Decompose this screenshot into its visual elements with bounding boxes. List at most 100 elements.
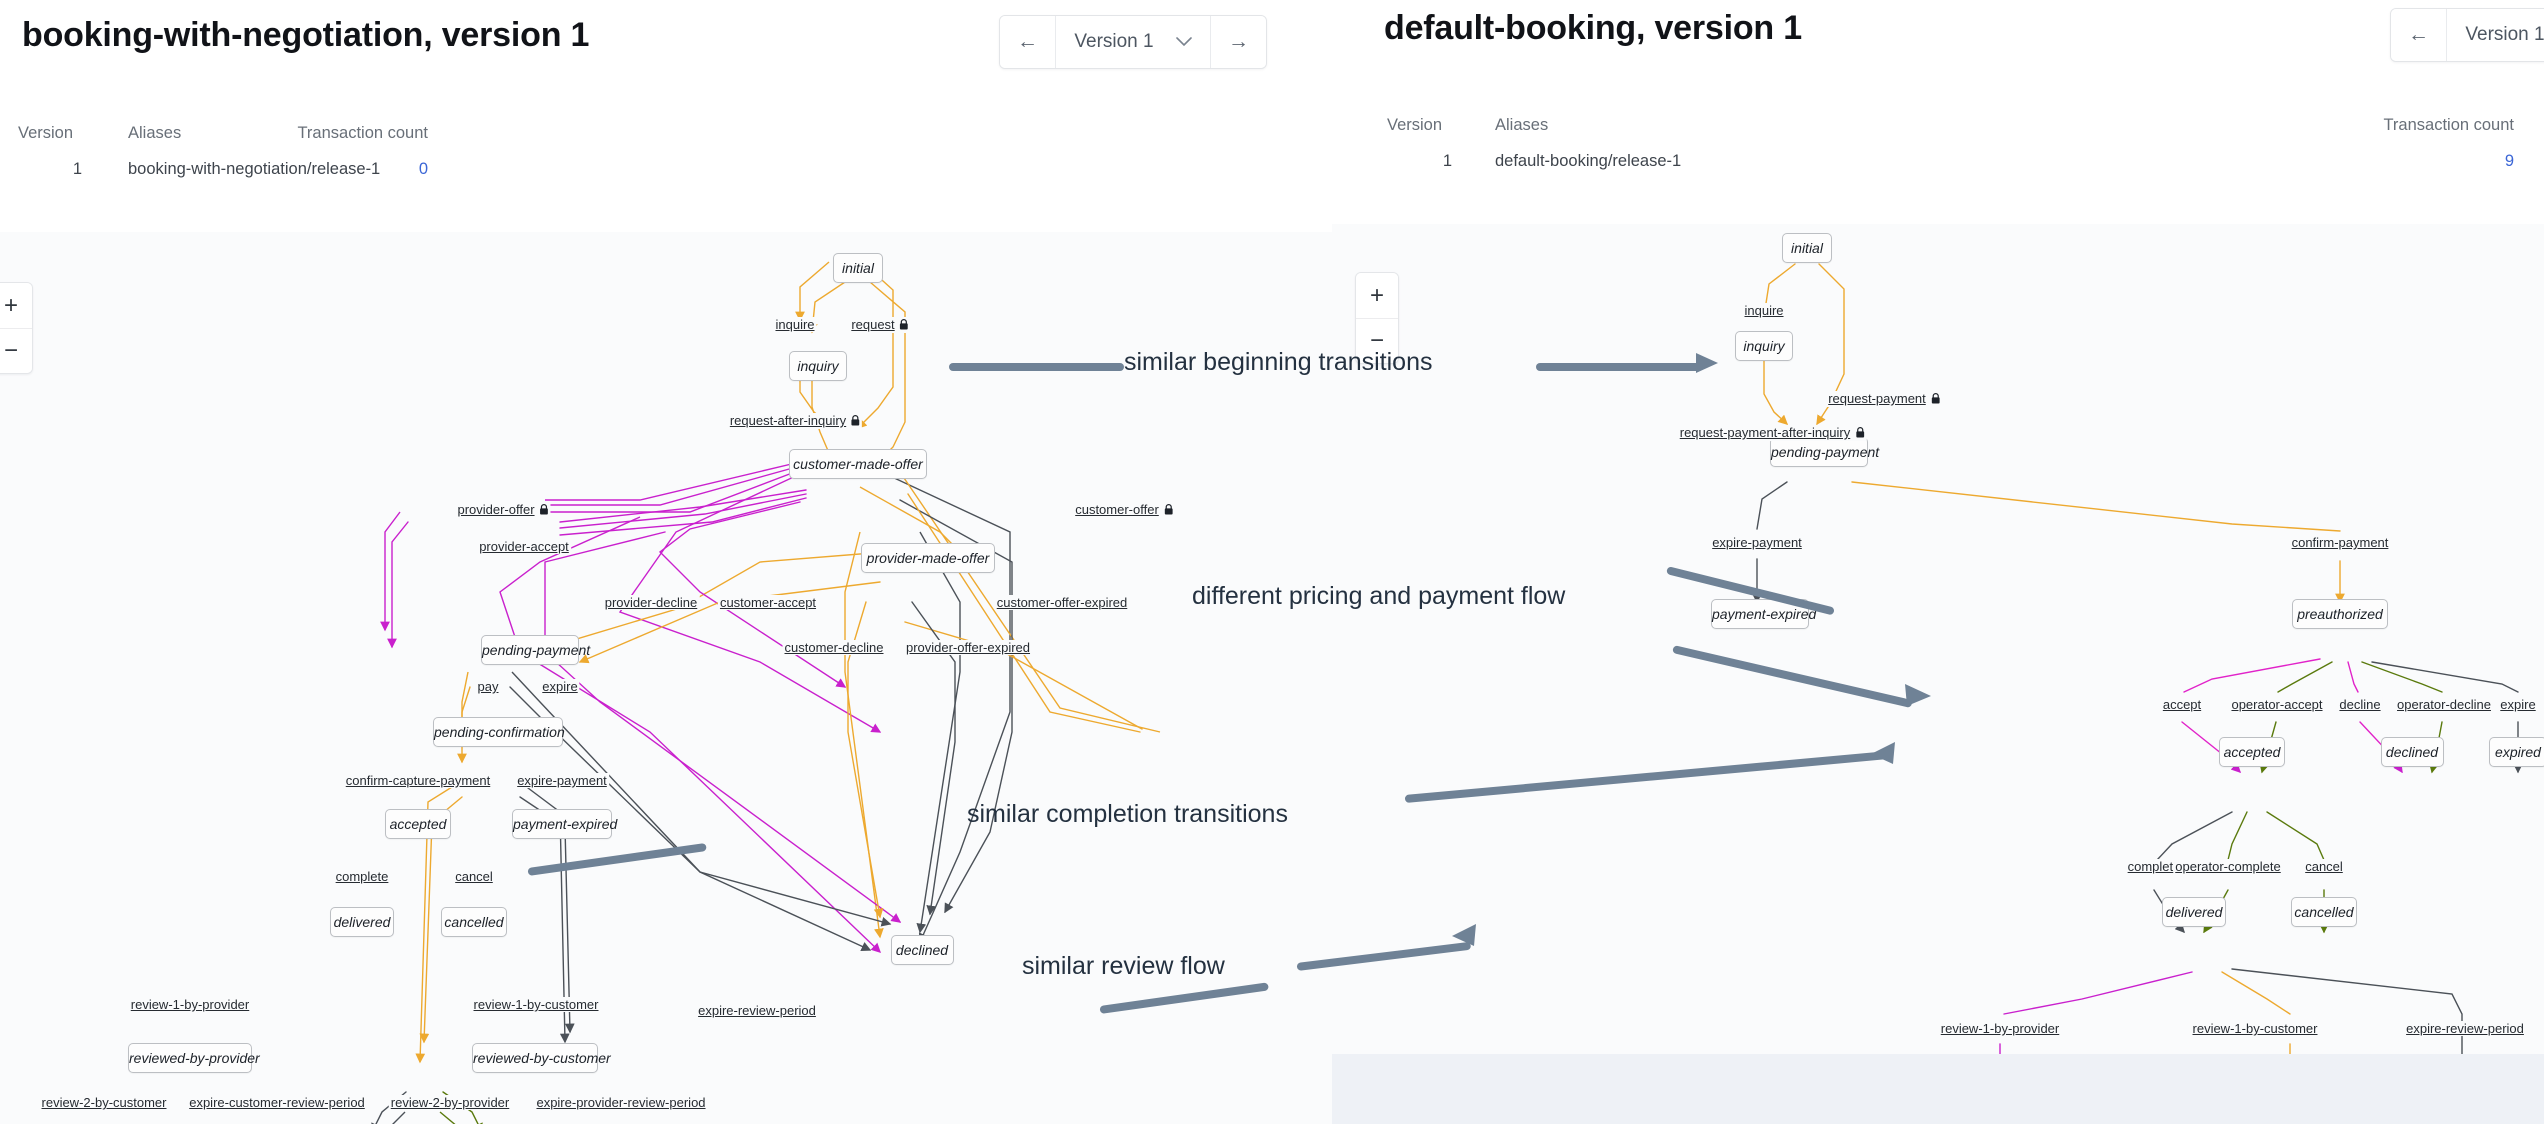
transition-label[interactable]: provider-accept bbox=[477, 539, 571, 554]
transition-label[interactable]: expire-customer-review-period bbox=[187, 1095, 367, 1110]
graph-canvas-right[interactable]: + − bbox=[1332, 224, 2544, 1054]
transition-label[interactable]: inquire bbox=[773, 317, 817, 332]
transition-label[interactable]: customer-offer-expired bbox=[994, 595, 1130, 610]
annotation-arrow-1 bbox=[1696, 353, 1718, 373]
transition-label[interactable]: review-2-by-customer bbox=[39, 1095, 169, 1110]
transition-label[interactable]: request-payment bbox=[1826, 391, 1942, 407]
state-node[interactable]: preauthorized bbox=[2292, 599, 2388, 629]
annotation-arrow-2 bbox=[1905, 684, 1931, 706]
state-node[interactable]: delivered bbox=[2162, 897, 2226, 927]
transition-label[interactable]: accept bbox=[2160, 697, 2204, 712]
version-switcher[interactable]: ← Version 1 → bbox=[2390, 8, 2544, 62]
state-node[interactable]: accepted bbox=[2219, 737, 2285, 767]
transition-label[interactable]: request-payment-after-inquiry bbox=[1677, 425, 1867, 441]
transition-label[interactable]: expire bbox=[540, 679, 580, 694]
transition-label[interactable]: request-after-inquiry bbox=[727, 413, 863, 429]
version-meta-table: Version Aliases Transaction count 1 defa… bbox=[1332, 116, 2544, 188]
edge-provider-offer-c bbox=[545, 469, 801, 513]
state-node[interactable]: payment-expired bbox=[1711, 599, 1816, 629]
transition-label[interactable]: expire-review-period bbox=[696, 1003, 818, 1018]
transition-label[interactable]: provider-offer bbox=[455, 502, 551, 518]
transition-label[interactable]: review-1-by-customer bbox=[471, 997, 601, 1012]
state-node[interactable]: delivered bbox=[330, 907, 394, 937]
transition-label[interactable]: review-2-by-provider bbox=[388, 1095, 512, 1110]
transition-label[interactable]: operator-complete bbox=[2173, 859, 2283, 874]
version-select[interactable]: Version 1 bbox=[1056, 16, 1210, 68]
state-node[interactable]: pending-payment bbox=[481, 635, 590, 665]
graph-canvas-left[interactable]: + − bbox=[0, 232, 1332, 1124]
transition-label[interactable]: expire-review-period bbox=[2404, 1021, 2526, 1036]
transition-label[interactable]: review-1-by-provider bbox=[1938, 1021, 2062, 1036]
transition-label[interactable]: customer-offer bbox=[1073, 502, 1175, 518]
zoom-in-button[interactable]: + bbox=[0, 283, 32, 328]
transition-label[interactable]: complete bbox=[2125, 859, 2183, 874]
cell-transaction-count[interactable]: 0 bbox=[418, 160, 428, 178]
state-node[interactable]: initial bbox=[833, 253, 883, 283]
edge-provider-offer-b bbox=[545, 465, 801, 506]
zoom-controls[interactable]: + − bbox=[0, 282, 33, 374]
transition-label[interactable]: pay bbox=[475, 679, 501, 694]
transition-label[interactable]: expire bbox=[2498, 697, 2538, 712]
zoom-controls[interactable]: + − bbox=[1355, 272, 1399, 364]
transition-label[interactable]: customer-decline bbox=[782, 640, 886, 655]
transition-label[interactable]: expire-payment bbox=[515, 773, 609, 788]
edge-provider-offer-to-made bbox=[618, 473, 882, 733]
transition-label[interactable]: inquire bbox=[1742, 303, 1786, 318]
zoom-out-button[interactable]: − bbox=[1356, 318, 1398, 363]
transition-label[interactable]: operator-accept bbox=[2229, 697, 2325, 712]
annotation-text-4: similar review flow bbox=[1022, 952, 1225, 980]
lock-icon bbox=[851, 414, 860, 429]
state-node[interactable]: inquiry bbox=[789, 351, 847, 381]
version-switcher[interactable]: ← Version 1 → bbox=[999, 15, 1267, 69]
state-node[interactable]: reviewed-by-provider bbox=[128, 1043, 260, 1073]
version-select-value: Version 1 bbox=[1074, 31, 1154, 52]
transition-label[interactable]: confirm-payment bbox=[2289, 535, 2391, 550]
state-node[interactable]: payment-expired bbox=[512, 809, 617, 839]
state-node[interactable]: cancelled bbox=[2291, 897, 2357, 927]
state-node[interactable]: pending-payment bbox=[1770, 437, 1879, 467]
transition-label[interactable]: provider-decline bbox=[602, 595, 700, 610]
annotation-line-1-right bbox=[1536, 363, 1701, 371]
zoom-out-button[interactable]: − bbox=[0, 328, 32, 373]
cell-transaction-count[interactable]: 9 bbox=[2504, 152, 2514, 170]
transition-label[interactable]: expire-payment bbox=[1710, 535, 1804, 550]
transition-label[interactable]: review-1-by-provider bbox=[128, 997, 252, 1012]
edge-cancel bbox=[439, 1111, 456, 1124]
transition-label[interactable]: request bbox=[849, 317, 911, 333]
transition-label[interactable]: operator-decline bbox=[2395, 697, 2493, 712]
prev-version-button[interactable]: ← bbox=[2391, 9, 2447, 61]
transition-label[interactable]: cancel bbox=[453, 869, 495, 884]
lock-icon bbox=[540, 503, 549, 518]
annotation-arrow-3 bbox=[1871, 742, 1895, 764]
transition-label[interactable]: confirm-capture-payment bbox=[343, 773, 493, 788]
state-node[interactable]: initial bbox=[1782, 233, 1832, 263]
page-title: default-booking, version 1 bbox=[1384, 9, 1802, 47]
transition-label[interactable]: customer-accept bbox=[717, 595, 819, 610]
state-node[interactable]: accepted bbox=[385, 809, 451, 839]
state-node[interactable]: cancelled bbox=[441, 907, 507, 937]
transition-label[interactable]: expire-provider-review-period bbox=[534, 1095, 708, 1110]
chevron-down-icon bbox=[1175, 35, 1192, 50]
transition-label[interactable]: review-1-by-customer bbox=[2190, 1021, 2320, 1036]
state-node[interactable]: pending-confirmation bbox=[433, 717, 565, 747]
version-select[interactable]: Version 1 bbox=[2447, 9, 2544, 61]
panel-header-right: default-booking, version 1 ← Version 1 →… bbox=[1332, 0, 2544, 224]
transition-label[interactable]: complete bbox=[333, 869, 391, 884]
page-title: booking-with-negotiation, version 1 bbox=[22, 16, 590, 54]
annotation-text-1: similar beginning transitions bbox=[1124, 348, 1433, 376]
transition-label[interactable]: decline bbox=[2337, 697, 2383, 712]
transition-label[interactable]: provider-offer-expired bbox=[903, 640, 1033, 655]
state-node[interactable]: declined bbox=[2380, 737, 2444, 767]
state-node[interactable]: reviewed-by-customer bbox=[472, 1043, 611, 1073]
zoom-in-button[interactable]: + bbox=[1356, 273, 1398, 318]
state-node[interactable]: expired bbox=[2489, 737, 2544, 767]
column-header-aliases: Aliases bbox=[128, 124, 182, 142]
state-node[interactable]: declined bbox=[890, 935, 954, 965]
state-node[interactable]: provider-made-offer bbox=[861, 543, 995, 573]
state-node[interactable]: customer-made-offer bbox=[789, 449, 927, 479]
next-version-button[interactable]: → bbox=[1210, 16, 1266, 68]
prev-version-button[interactable]: ← bbox=[1000, 16, 1056, 68]
transition-label[interactable]: cancel bbox=[2303, 859, 2345, 874]
state-node[interactable]: inquiry bbox=[1735, 331, 1793, 361]
